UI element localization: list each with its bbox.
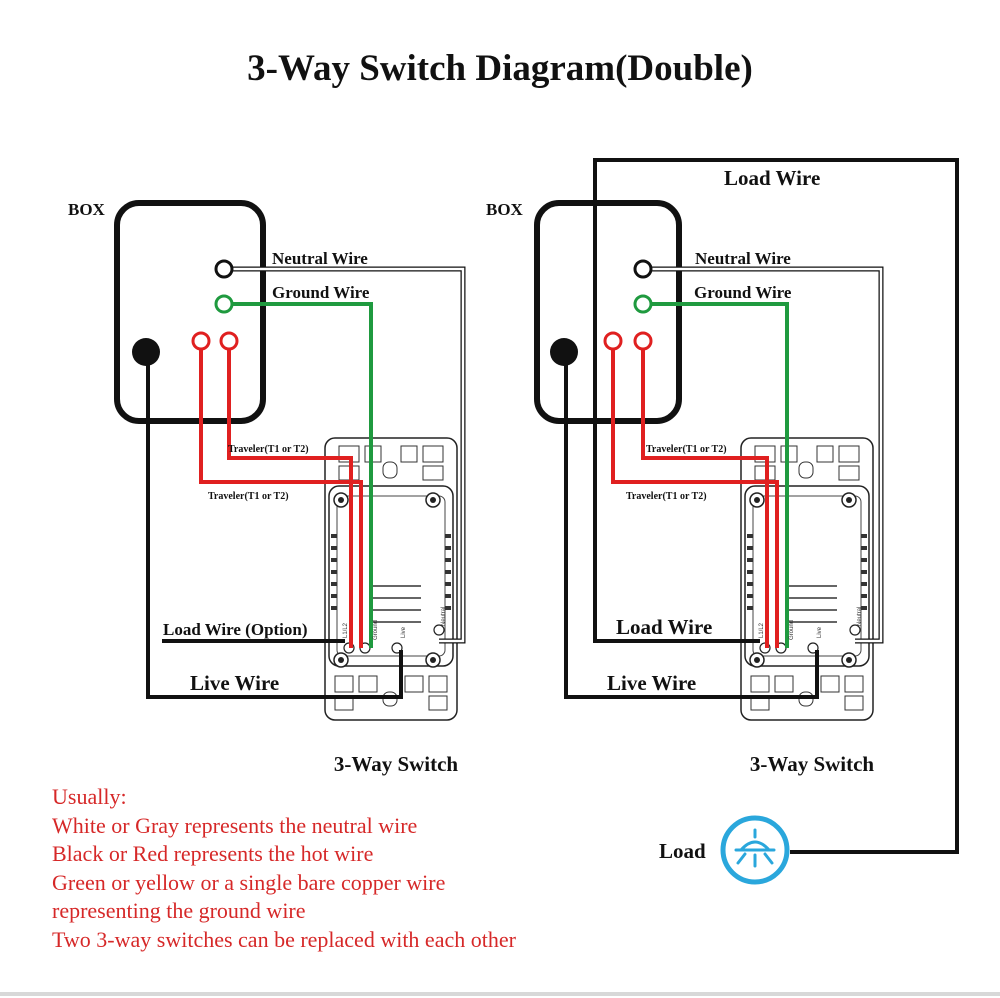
left-ground-terminal bbox=[214, 294, 234, 314]
left-traveler-label-1: Traveler(T1 or T2) bbox=[228, 444, 309, 455]
note-line-2: White or Gray represents the neutral wir… bbox=[52, 813, 417, 838]
left-terminal-label-l1l2: L1/L2 bbox=[343, 622, 349, 638]
right-ground-terminal bbox=[633, 294, 653, 314]
right-traveler-label-1: Traveler(T1 or T2) bbox=[646, 444, 727, 455]
right-junction-box bbox=[534, 200, 682, 424]
load-label: Load bbox=[659, 839, 706, 863]
note-line-6: Two 3-way switches can be replaced with … bbox=[52, 927, 517, 952]
left-live-label: Live Wire bbox=[190, 671, 279, 695]
left-terminal-label-live: Live bbox=[401, 626, 407, 638]
left-switch-label: 3-Way Switch bbox=[334, 752, 459, 776]
left-traveler-terminal-b bbox=[219, 331, 239, 351]
right-ground-wire bbox=[649, 302, 789, 648]
left-neutral-wire bbox=[229, 267, 465, 643]
left-junction-box bbox=[114, 200, 266, 424]
right-neutral-terminal bbox=[633, 259, 653, 279]
load-lamp: Load bbox=[659, 815, 790, 885]
left-ground-label: Ground Wire bbox=[272, 283, 370, 302]
right-traveler-label-2: Traveler(T1 or T2) bbox=[626, 491, 707, 502]
right-terminal-label-ground: Ground bbox=[789, 620, 795, 640]
note-line-3: Black or Red represents the hot wire bbox=[52, 841, 373, 866]
right-load-wire bbox=[593, 158, 959, 854]
note-line-4: Green or yellow or a single bare copper … bbox=[52, 870, 445, 895]
right-load-label: Load Wire bbox=[616, 615, 712, 639]
left-neutral-label: Neutral Wire bbox=[272, 249, 368, 268]
notes: Usually: White or Gray represents the ne… bbox=[52, 784, 517, 952]
right-traveler-terminal-a bbox=[603, 331, 623, 351]
left-live-wire bbox=[146, 352, 403, 699]
left-ground-wire bbox=[229, 302, 373, 648]
left-load-label: Load Wire (Option) bbox=[163, 620, 308, 639]
right-neutral-label: Neutral Wire bbox=[695, 249, 791, 268]
right-neutral-wire bbox=[649, 267, 883, 643]
right-traveler-wire-1 bbox=[641, 349, 769, 648]
right-live-wire bbox=[564, 352, 819, 699]
right-terminal-label-neutral: Neutral bbox=[857, 607, 863, 626]
left-box-label: BOX bbox=[68, 200, 106, 219]
page-title: 3-Way Switch Diagram(Double) bbox=[247, 48, 753, 89]
left-traveler-wire-1 bbox=[227, 349, 353, 648]
note-line-1: Usually: bbox=[52, 784, 127, 809]
right-terminal-label-l1l2: L1/L2 bbox=[759, 622, 765, 638]
left-terminal-label-neutral: Neutral bbox=[441, 607, 447, 626]
right-traveler-wire-2 bbox=[611, 349, 779, 648]
right-box-label: BOX bbox=[486, 200, 524, 219]
note-line-5: representing the ground wire bbox=[52, 898, 306, 923]
ceiling-lamp-icon bbox=[720, 815, 790, 885]
left-terminal-label-ground: Ground bbox=[373, 620, 379, 640]
left-traveler-wire-2 bbox=[199, 349, 363, 648]
left-neutral-terminal bbox=[214, 259, 234, 279]
right-switch-label: 3-Way Switch bbox=[750, 752, 875, 776]
right-traveler-terminal-b bbox=[633, 331, 653, 351]
left-diagram: BOX Neutral Wire Ground Wire Traveler(T1… bbox=[68, 200, 466, 776]
right-ground-label: Ground Wire bbox=[694, 283, 792, 302]
right-top-load-label: Load Wire bbox=[724, 166, 820, 190]
left-traveler-terminal-a bbox=[191, 331, 211, 351]
right-terminal-label-live: Live bbox=[817, 626, 823, 638]
left-traveler-label-2: Traveler(T1 or T2) bbox=[208, 491, 289, 502]
right-live-label: Live Wire bbox=[607, 671, 696, 695]
right-diagram: BOX Load Wire Neutral Wire Ground Wire T… bbox=[486, 158, 959, 854]
